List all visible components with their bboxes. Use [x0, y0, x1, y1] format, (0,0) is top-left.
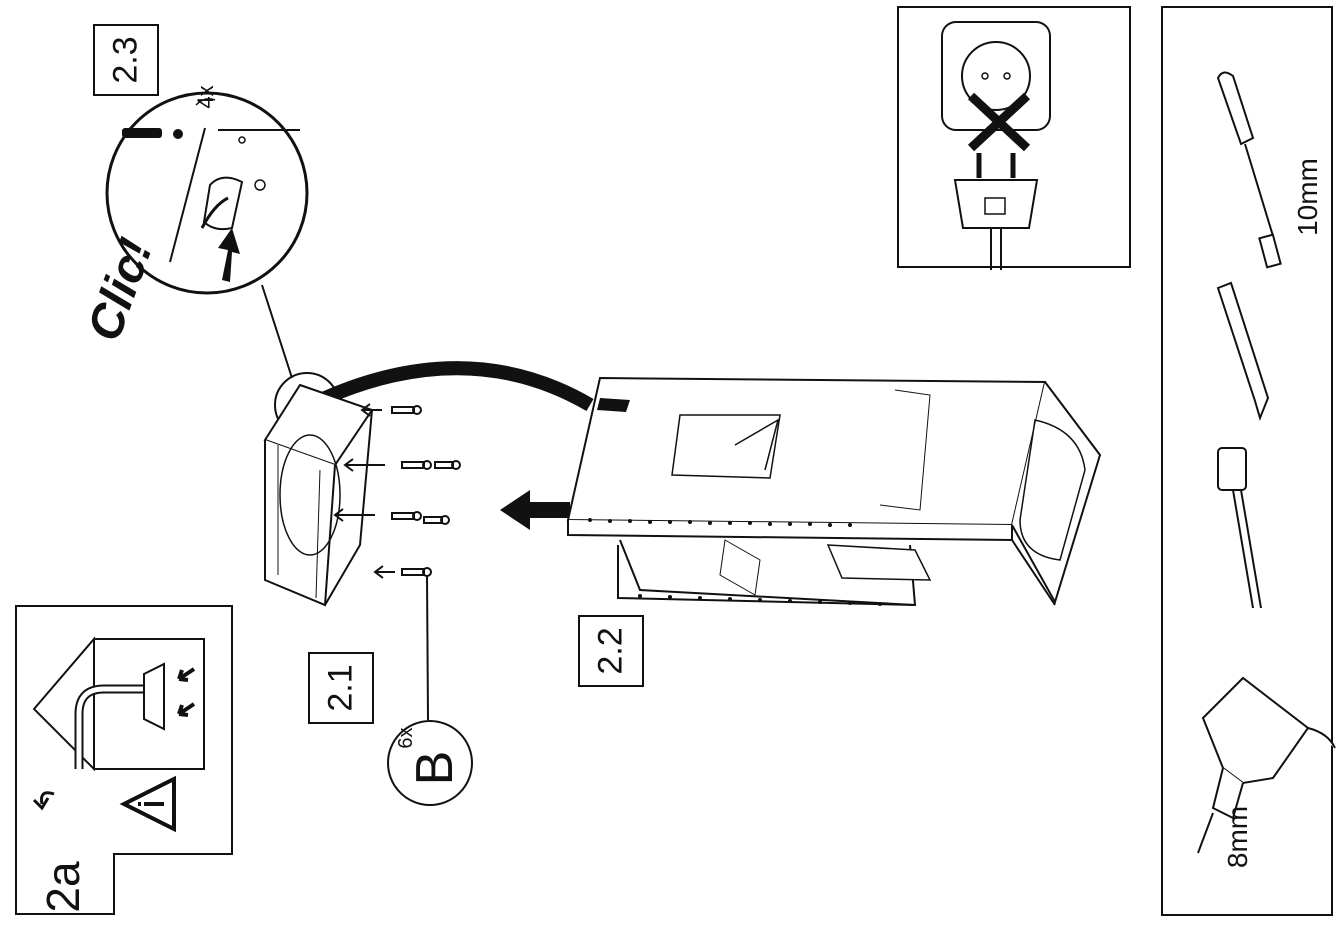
tools-panel: 10mm 8mm	[1161, 6, 1336, 916]
step-2a-panel: 2a	[14, 604, 234, 916]
pencil-icon	[1216, 281, 1270, 422]
tape-measure-icon	[1217, 447, 1262, 609]
insert-arrow	[500, 490, 570, 530]
screwdriver-icon	[1216, 71, 1282, 269]
drill-icon	[1197, 676, 1336, 854]
drill-size-label: 8mm	[1222, 805, 1253, 869]
step-2-3-label-box: 2.3	[93, 24, 159, 96]
warning-triangle-icon	[119, 775, 176, 833]
step-2-1-label-box: 2.1	[308, 652, 374, 724]
unplug-icon	[941, 21, 1051, 270]
screwdriver-size-label: 10mm	[1292, 158, 1323, 236]
unplug-panel	[897, 6, 1131, 270]
tools-drawings	[1197, 71, 1336, 854]
step-2-2-label-box: 2.2	[578, 615, 644, 687]
duct-warning-drawing	[15, 605, 233, 915]
